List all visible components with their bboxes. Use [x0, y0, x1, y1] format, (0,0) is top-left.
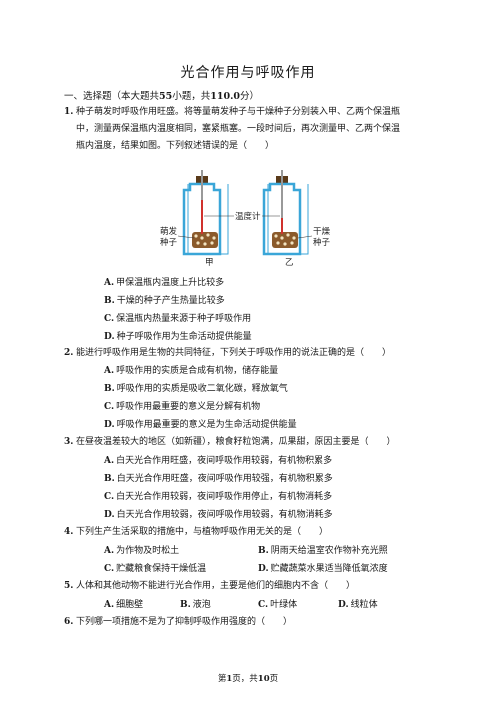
option-a[interactable]: A.细胞壁: [104, 600, 144, 610]
question-1: 1.种子萌发时呼吸作用旺盛。将等量萌发种子与干燥种子分别装入甲、乙两个保温瓶 中…: [64, 104, 444, 155]
question-2: 2.能进行呼吸作用是生物的共同特征，下列关于呼吸作用的说法正确的是（ ）: [64, 345, 444, 362]
question-text: 能进行呼吸作用是生物的共同特征，下列关于呼吸作用的说法正确的是（ ）: [76, 348, 392, 358]
option-a[interactable]: A.呼吸作用的实质是合成有机物，储存能量: [104, 366, 279, 376]
question-number: 6.: [64, 617, 74, 627]
question-number: 5.: [64, 581, 74, 591]
option-b[interactable]: B.液泡: [180, 600, 211, 610]
question-text: 中，测量两保温瓶内温度相同，塞紧瓶塞。一段时间后，再次测量甲、乙两个保温: [76, 124, 401, 134]
question-number: 1.: [64, 107, 74, 117]
right-label: 种子: [313, 237, 331, 248]
question-6: 6.下列哪一项措施不是为了抑制呼吸作用强度的（ ）: [64, 614, 444, 631]
question-text: 下列生产生活采取的措施中，与植物呼吸作用无关的是（ ）: [76, 527, 329, 537]
option-d[interactable]: D.白天光合作用较弱，夜间呼吸作用较弱，有机物消耗多: [104, 510, 333, 520]
question-4: 4.下列生产生活采取的措施中，与植物呼吸作用无关的是（ ）: [64, 524, 444, 541]
right-label: 干燥: [313, 226, 331, 237]
question-number: 2.: [64, 348, 74, 358]
page-title: 光合作用与呼吸作用: [180, 65, 316, 81]
option-b[interactable]: B.白天光合作用旺盛，夜间呼吸作用较强，有机物积累多: [104, 474, 333, 484]
question-5: 5.人体和其他动物不能进行光合作用，主要是他们的细胞内不含（ ）: [64, 578, 444, 595]
option-b[interactable]: B.呼吸作用的实质是吸收二氧化碳，释放氧气: [104, 384, 288, 394]
jar-a: [182, 170, 229, 256]
option-d[interactable]: D.贮藏蔬菜水果适当降低氧浓度: [258, 564, 388, 574]
question-text: 种子萌发时呼吸作用旺盛。将等量萌发种子与干燥种子分别装入甲、乙两个保温瓶: [76, 107, 401, 117]
left-label: 种子: [160, 237, 178, 248]
question-text: 在昼夜温差较大的地区（如新疆），粮食籽粒饱满，瓜果甜，原因主要是（ ）: [76, 437, 396, 447]
thermos-figure: 温度计 萌发 种子 干燥 种子 甲 乙: [160, 170, 331, 268]
question-text: 瓶内温度，结果如图。下列叙述错误的是（ ）: [76, 141, 275, 151]
thermometer-label: 温度计: [235, 211, 261, 222]
option-d[interactable]: D.种子呼吸作用为生命活动提供能量: [104, 332, 252, 342]
question-3: 3.在昼夜温差较大的地区（如新疆），粮食籽粒饱满，瓜果甜，原因主要是（ ）: [64, 434, 444, 451]
question-number: 4.: [64, 527, 74, 537]
option-c[interactable]: C.贮藏粮食保持干燥低温: [104, 564, 207, 574]
option-d[interactable]: D.呼吸作用最重要的意义是为生命活动提供能量: [104, 420, 297, 430]
option-a[interactable]: A.为作物及时松土: [104, 546, 180, 556]
question-text: 人体和其他动物不能进行光合作用，主要是他们的细胞内不含（ ）: [76, 581, 356, 591]
option-b[interactable]: B.阴雨天给温室农作物补充光照: [258, 546, 388, 556]
left-label: 萌发: [160, 226, 178, 237]
option-a[interactable]: A.甲保温瓶内温度上升比较多: [104, 278, 225, 288]
option-c[interactable]: C.白天光合作用较弱，夜间呼吸作用停止，有机物消耗多: [104, 492, 333, 502]
page-footer: 第1页，共10页: [217, 674, 279, 684]
option-c[interactable]: C.保温瓶内热量来源于种子呼吸作用: [104, 314, 252, 324]
question-number: 3.: [64, 437, 74, 447]
option-c[interactable]: C.呼吸作用最重要的意义是分解有机物: [104, 402, 261, 412]
jar-b-label: 乙: [285, 258, 294, 268]
section-heading: 一、选择题（本大题共55小题，共110.0分）: [64, 91, 260, 102]
option-c[interactable]: C.叶绿体: [258, 600, 298, 610]
option-d[interactable]: D.线粒体: [338, 600, 378, 610]
jar-a-label: 甲: [205, 258, 214, 268]
jar-b: [262, 170, 309, 256]
question-text: 下列哪一项措施不是为了抑制呼吸作用强度的（ ）: [76, 617, 293, 627]
option-b[interactable]: B.干燥的种子产生热量比较多: [104, 296, 225, 306]
option-a[interactable]: A.白天光合作用旺盛，夜间呼吸作用较弱，有机物积累多: [104, 456, 333, 466]
